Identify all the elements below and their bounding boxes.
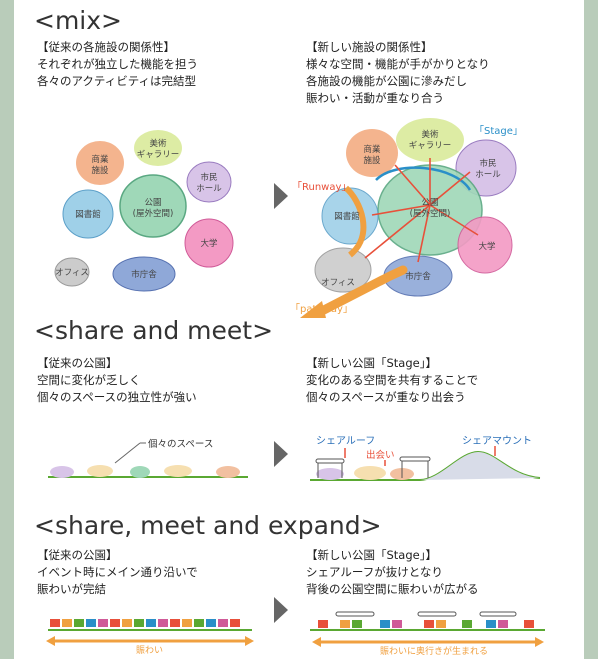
tag-pathway: 「pathway」	[290, 304, 353, 315]
expand-right-text: 【新しい公園「Stage」】 シェアルーフが抜けとなり 背後の公園空間に賑わいが…	[306, 548, 479, 596]
expand-left-text: 【従来の公園】 イベント時にメイン通り沿いで 賑わいが完結	[37, 548, 198, 596]
label-city-hall: 市庁舎	[131, 269, 157, 280]
bubble-park	[119, 174, 187, 238]
bubble-office-new	[314, 247, 372, 293]
label-civic-hall-new-1: 市民	[479, 158, 496, 169]
label-art-gallery-2: ギャラリー	[137, 150, 180, 160]
share-meet-left-diagram	[48, 442, 248, 478]
bubble-library	[62, 189, 114, 239]
label-bustle-left: 賑わい	[136, 646, 164, 656]
bubble-city-hall	[112, 256, 176, 292]
label-share-roof: シェアルーフ	[316, 436, 376, 447]
label-city-hall-new: 市庁舎	[405, 271, 431, 282]
label-art-gallery-new-1: 美術	[421, 129, 439, 140]
bubble-commerce	[76, 141, 124, 185]
content-panel	[14, 0, 584, 659]
tag-runway: 「Runway」	[292, 182, 352, 193]
label-library: 図書館	[75, 209, 101, 220]
label-civic-hall-2: ホール	[196, 184, 222, 194]
interaction-arrows	[364, 158, 479, 263]
label-library-new: 図書館	[334, 211, 360, 222]
runway-band	[343, 185, 367, 258]
tag-stage: 「Stage」	[474, 126, 523, 137]
mix-left-text: 【従来の各施設の関係性】 それぞれが独立した機能を担う 各々のアクティビティは完…	[37, 40, 198, 88]
stall-row-left	[50, 619, 240, 627]
pathway-band	[315, 265, 408, 317]
label-commerce-2: 施設	[91, 165, 109, 176]
label-individual-space: 個々のスペース	[148, 439, 214, 450]
mix-left-cluster	[54, 130, 234, 292]
expand-left-diagram	[46, 619, 254, 646]
label-commerce-new-2: 施設	[363, 155, 381, 166]
bubble-civic-hall	[186, 161, 232, 203]
section-title-mix: <mix>	[34, 6, 122, 35]
label-commerce-new-1: 商業	[363, 144, 381, 155]
label-art-gallery-1: 美術	[149, 138, 167, 149]
label-commerce-1: 商業	[91, 154, 109, 165]
label-park-2: (屋外空間)	[133, 208, 174, 219]
stage-curve	[375, 166, 472, 191]
label-civic-hall-new-2: ホール	[475, 170, 501, 180]
share-meet-left-text: 【従来の公園】 空間に変化が乏しく 個々のスペースの独立性が強い	[37, 356, 197, 404]
arrow-right-icon	[274, 441, 288, 467]
bubble-art-gallery	[134, 130, 182, 166]
arrow-right-icon	[274, 183, 288, 209]
label-park-1: 公園	[144, 198, 161, 208]
label-bustle-right: 賑わいに奥行きが生まれる	[380, 647, 489, 657]
bubble-university	[184, 218, 234, 268]
bubble-commerce-new	[346, 129, 398, 177]
mix-right-text: 【新しい施設の関係性】 様々な空間・機能が手がかりとなり 各施設の機能が公園に滲…	[306, 40, 490, 105]
arrow-right-icon	[274, 597, 288, 623]
label-university: 大学	[200, 238, 218, 249]
label-office-new: オフィス	[321, 278, 355, 288]
label-share-mount: シェアマウント	[462, 436, 532, 447]
label-encounter: 出会い	[366, 450, 395, 461]
mix-right-cluster	[300, 118, 517, 318]
share-meet-right-diagram	[310, 446, 541, 481]
bubble-art-gallery-new	[396, 118, 464, 162]
label-park-new-1: 公園	[421, 198, 438, 208]
label-park-new-2: (屋外空間)	[410, 208, 451, 219]
bubble-office	[54, 257, 90, 287]
pathway-arrowhead	[300, 301, 326, 318]
label-art-gallery-new-2: ギャラリー	[409, 141, 452, 151]
stall-row-right	[318, 620, 534, 628]
label-office: オフィス	[55, 268, 89, 278]
expand-right-diagram	[310, 611, 545, 647]
share-meet-right-text: 【新しい公園「Stage」】 変化のある空間を共有することで 個々のスペースが重…	[306, 356, 479, 404]
section-title-share-meet: <share and meet>	[34, 316, 274, 345]
label-civic-hall-1: 市民	[200, 172, 217, 183]
section-title-expand: <share, meet and expand>	[34, 511, 382, 540]
label-university-new: 大学	[478, 241, 496, 252]
